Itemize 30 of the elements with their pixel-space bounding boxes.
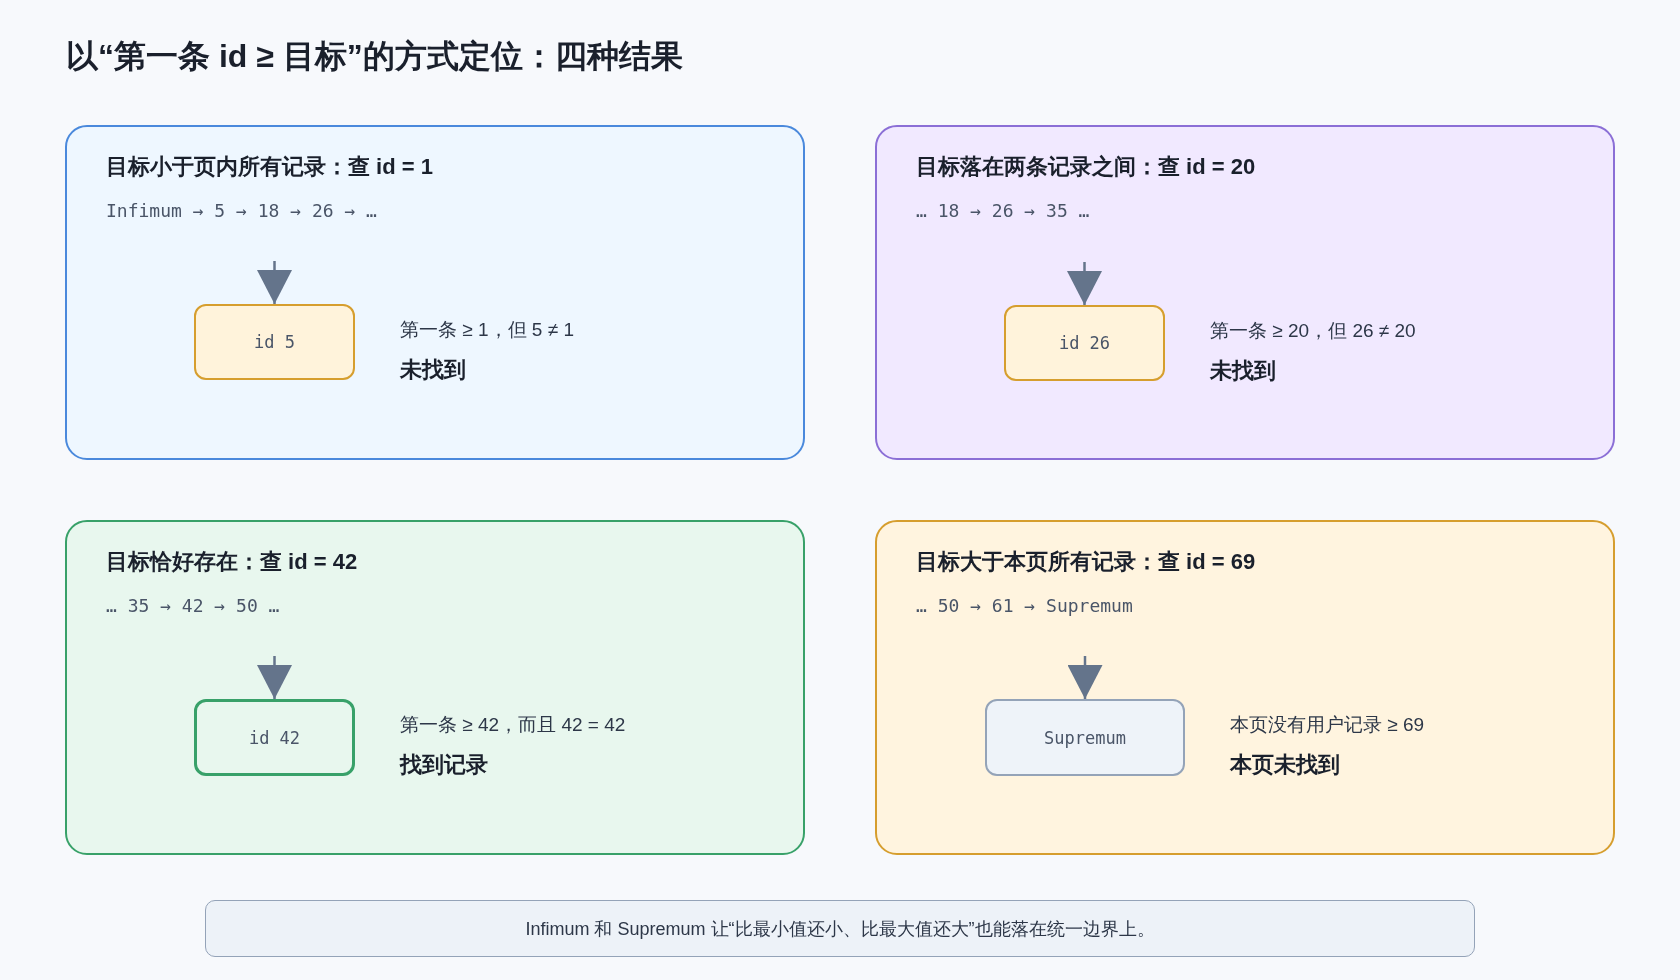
result-label: 未找到	[1210, 357, 1276, 385]
arrow	[257, 261, 292, 304]
case-panel	[875, 520, 1615, 855]
condition-note: 第一条 ≥ 20，但 26 ≠ 20	[1210, 319, 1416, 343]
arrow	[1067, 656, 1103, 699]
result-label: 本页未找到	[1230, 751, 1340, 779]
condition-note: 第一条 ≥ 42，而且 42 = 42	[400, 713, 626, 737]
panel-heading: 目标落在两条记录之间：查 id = 20	[916, 153, 1256, 181]
case-panel	[65, 520, 805, 855]
case-panel	[65, 125, 805, 460]
arrow	[257, 656, 292, 699]
record-sequence: Infimum → 5 → 18 → 26 → …	[106, 199, 377, 223]
record-box: id 5	[194, 304, 355, 380]
case-panel	[875, 125, 1615, 460]
record-sequence: … 50 → 61 → Supremum	[916, 594, 1133, 618]
record-box: Supremum	[985, 699, 1185, 776]
panel-heading: 目标恰好存在：查 id = 42	[106, 548, 358, 576]
condition-note: 本页没有用户记录 ≥ 69	[1230, 713, 1425, 737]
note-box: Infimum 和 Supremum 让“比最小值还小、比最大值还大”也能落在统一边界上。	[205, 900, 1475, 957]
record-box: id 26	[1004, 305, 1165, 381]
diagram-title: 以“第一条 id ≥ 目标”的方式定位：四种结果	[66, 37, 683, 76]
condition-note: 第一条 ≥ 1，但 5 ≠ 1	[400, 318, 574, 342]
panel-heading: 目标大于本页所有记录：查 id = 69	[916, 548, 1256, 576]
result-label: 未找到	[400, 356, 466, 384]
panel-heading: 目标小于页内所有记录：查 id = 1	[106, 153, 433, 181]
record-sequence: … 18 → 26 → 35 …	[916, 199, 1090, 223]
result-label: 找到记录	[400, 751, 488, 779]
arrow	[1067, 262, 1102, 305]
record-sequence: … 35 → 42 → 50 …	[106, 594, 280, 618]
record-box: id 42	[194, 699, 355, 776]
